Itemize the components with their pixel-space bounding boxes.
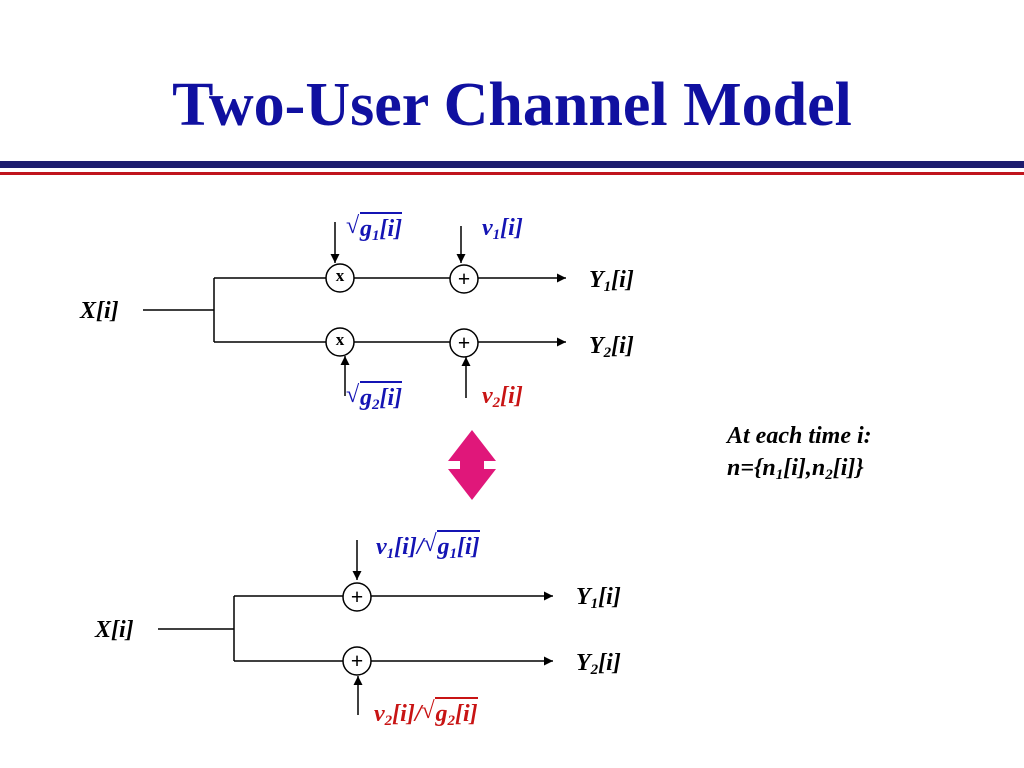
- top-mult1-circle: [325, 263, 355, 293]
- time-note: At each time i: n={n1[i],n2[i]}: [727, 420, 872, 484]
- top-mult1-symbol: x: [335, 266, 345, 285]
- top-add2-symbol: +: [457, 330, 471, 355]
- top-mult2-symbol: x: [335, 330, 345, 349]
- bottom-add1-circle: [342, 582, 372, 612]
- bottom-input-label: X[i]: [95, 617, 134, 643]
- top-noise1-label: ν1[i]: [482, 215, 523, 243]
- top-output1-label: Y1[i]: [589, 267, 634, 295]
- top-add1-symbol: +: [457, 266, 471, 291]
- time-note-line2: n={n1[i],n2[i]}: [727, 455, 864, 483]
- title-rule-red: [0, 172, 1024, 175]
- top-gain1-label: g1[i]: [346, 212, 403, 244]
- bottom-output1-label: Y1[i]: [576, 584, 621, 612]
- bottom-add2-symbol: +: [350, 648, 364, 673]
- top-gain2-label: g2[i]: [346, 381, 403, 413]
- bottom-noise1-label: ν1[i]/g1[i]: [376, 530, 480, 562]
- top-noise2-label: ν2[i]: [482, 383, 523, 411]
- top-output2-label: Y2[i]: [589, 333, 634, 361]
- slide-title: Two-User Channel Model: [172, 71, 852, 139]
- top-add2-circle: [449, 328, 479, 358]
- top-input-label: X[i]: [80, 298, 119, 324]
- bottom-add1-symbol: +: [350, 584, 364, 609]
- top-mult2-circle: [325, 327, 355, 357]
- title-rule-navy: [0, 161, 1024, 168]
- bottom-noise2-label: ν2[i]/g2[i]: [374, 697, 478, 729]
- top-add1-circle: [449, 264, 479, 294]
- equivalence-double-arrow: [448, 430, 496, 500]
- bottom-add2-circle: [342, 646, 372, 676]
- time-note-line1: At each time i:: [727, 423, 872, 449]
- bottom-output2-label: Y2[i]: [576, 650, 621, 678]
